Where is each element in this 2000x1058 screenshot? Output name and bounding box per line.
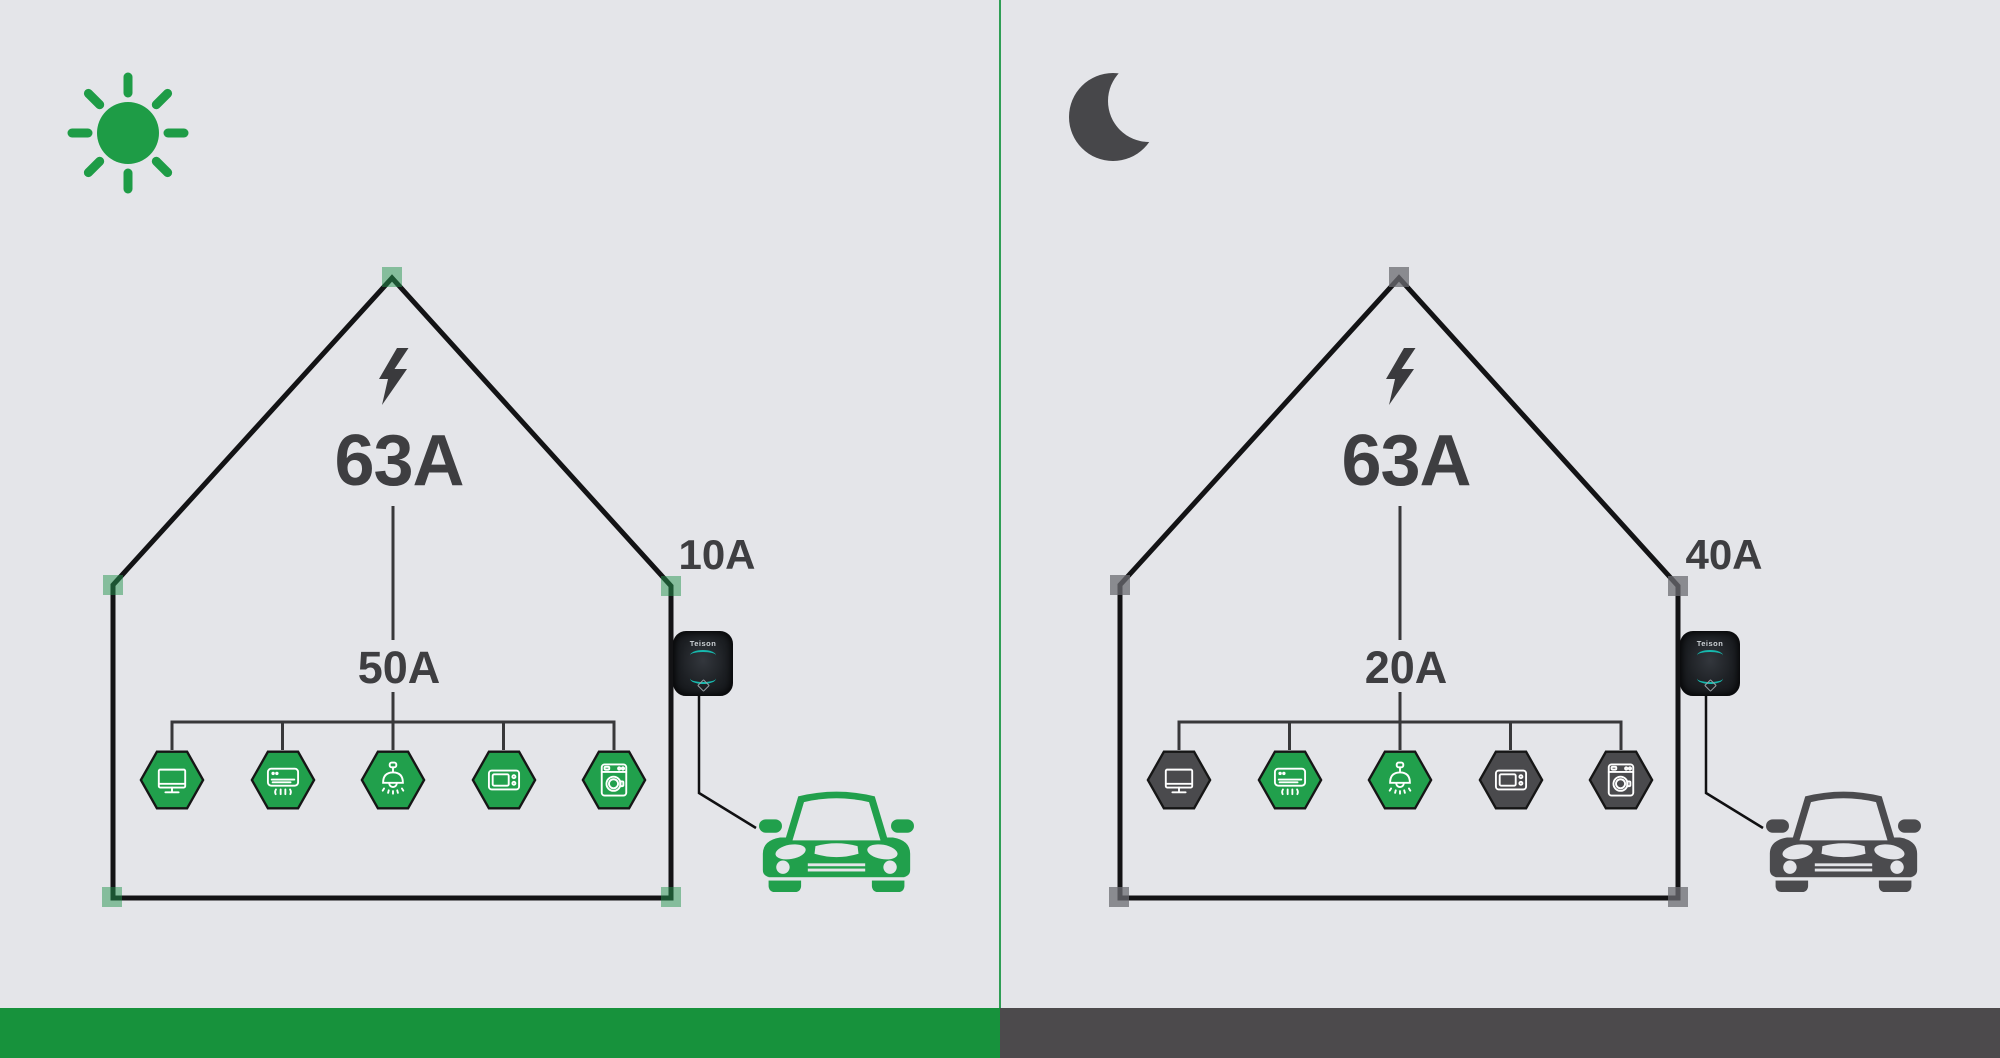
- appliance-hex-washing-machine: [581, 750, 647, 810]
- appliance-hex-washing-machine: [1588, 750, 1654, 810]
- charger-brand: Teison: [689, 639, 717, 648]
- lightning-bolt-icon: [1386, 348, 1416, 405]
- panel-day: 63A 50A 10A Teison: [67, 72, 914, 907]
- moon-icon: [1069, 67, 1165, 161]
- charging-cable: [1704, 694, 1764, 830]
- circuit-wires: [1177, 506, 1623, 750]
- household-circuit-rating: 50A: [357, 642, 441, 693]
- charging-cable: [697, 694, 757, 830]
- ev-car-icon: [759, 791, 914, 893]
- lightning-bolt-icon: [379, 348, 409, 405]
- charger-led-arc: [1697, 650, 1723, 661]
- main-breaker-rating: 63A: [1341, 421, 1471, 501]
- appliance-hex-ceiling-light: [1367, 750, 1433, 810]
- charger-brand: Teison: [1696, 639, 1724, 648]
- day-bottom-bar: [0, 1008, 1000, 1058]
- circuit-wires: [170, 506, 616, 750]
- ev-circuit-rating: 40A: [1685, 531, 1763, 578]
- night-bottom-bar: [1000, 1008, 2000, 1058]
- panel-night: 63A 20A 40A Teison: [1007, 0, 2000, 1058]
- house-wiring-diagram: [102, 267, 757, 907]
- house-wiring-diagram: [1109, 267, 1764, 907]
- charger-led-arc: [690, 650, 716, 661]
- appliance-hex-air-conditioner: [250, 750, 315, 810]
- appliance-hex-air-conditioner: [1257, 750, 1322, 810]
- appliance-hex-ceiling-light: [360, 750, 426, 810]
- charger-led-arc: [690, 673, 716, 684]
- appliance-hex-tv: [139, 750, 205, 810]
- appliance-hex-microwave: [1478, 750, 1543, 810]
- household-circuit-rating: 20A: [1364, 642, 1448, 693]
- charger-led-arc: [1697, 673, 1723, 684]
- ev-wallbox-charger: Teison: [673, 631, 733, 696]
- sun-icon: [67, 72, 189, 194]
- appliance-hex-tv: [1146, 750, 1212, 810]
- ev-wallbox-charger: Teison: [1680, 631, 1740, 696]
- main-breaker-rating: 63A: [334, 421, 464, 501]
- panel-divider: [999, 0, 1001, 1008]
- appliance-hex-microwave: [471, 750, 536, 810]
- ev-circuit-rating: 10A: [678, 531, 756, 578]
- ev-car-icon: [1766, 791, 1921, 893]
